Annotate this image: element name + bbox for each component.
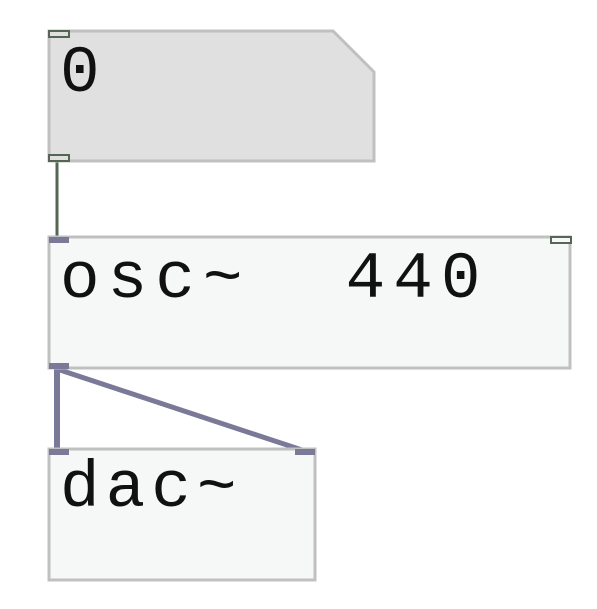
signal-connection-right[interactable] — [59, 367, 306, 454]
osc-left-inlet[interactable] — [49, 237, 69, 243]
osc-outlet[interactable] — [49, 363, 69, 369]
number-box[interactable] — [47, 29, 376, 163]
dac-object-text[interactable]: dac~ — [60, 451, 243, 526]
dac-left-inlet[interactable] — [49, 449, 69, 455]
dac-object[interactable] — [47, 447, 317, 582]
number-box-outlet[interactable] — [48, 154, 70, 162]
number-box-value[interactable]: 0 — [60, 36, 100, 111]
osc-object[interactable] — [47, 235, 572, 370]
number-box-body[interactable] — [47, 29, 376, 163]
osc-right-inlet[interactable] — [550, 236, 572, 244]
osc-object-body[interactable] — [47, 235, 572, 370]
dac-object-body[interactable] — [47, 447, 317, 582]
dac-right-inlet[interactable] — [295, 449, 315, 455]
osc-object-text[interactable]: osc~ 440 — [60, 242, 489, 317]
number-box-inlet[interactable] — [48, 30, 70, 38]
